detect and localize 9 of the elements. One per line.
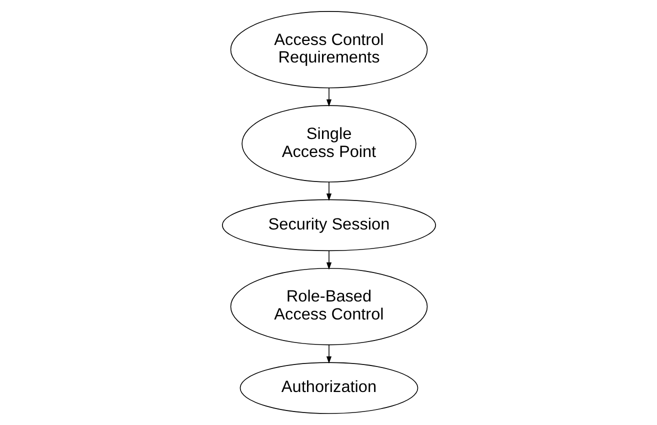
node-ellipse: Security Session [222,199,436,252]
arrow [326,87,332,107]
arrow [326,344,332,364]
node-ellipse: Single Access Point [241,105,416,182]
arrow [326,250,332,270]
node-ellipse: Role-Based Access Control [230,268,428,346]
node-ellipse: Authorization [239,362,418,414]
node-ellipse: Access Control Requirements [230,11,428,88]
arrow [326,182,332,201]
